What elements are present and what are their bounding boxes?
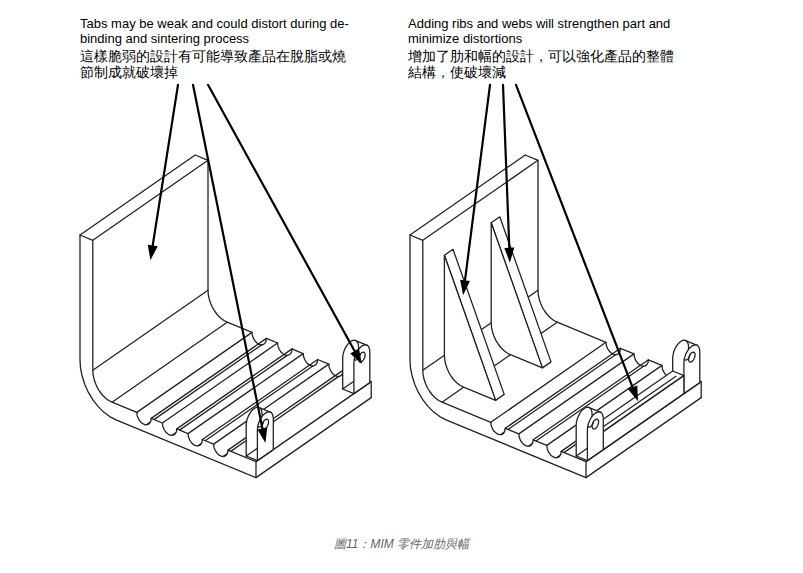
tab-hole-depth (684, 355, 690, 361)
leader-line (208, 85, 355, 351)
surface-edge (423, 160, 538, 240)
leader-line (153, 85, 178, 246)
note-english: Tabs may be weak and could distort durin… (80, 16, 355, 47)
back-edge (525, 155, 701, 382)
tab-front-face (684, 345, 700, 394)
tab-edge (576, 456, 587, 461)
surface-edge (93, 290, 208, 370)
leader-line (503, 85, 509, 248)
note-english: Adding ribs and webs will strengthen par… (408, 16, 688, 47)
rib-side-face (491, 223, 542, 368)
end-edge (701, 382, 702, 398)
note-chinese: 這樣脆弱的設計有可能導致產品在脫脂或燒 節制成就破壞掉 (80, 48, 355, 80)
surface-edge (256, 398, 371, 478)
arrowhead (350, 349, 362, 365)
ribbed-part-drawing (410, 155, 701, 478)
end-edge (371, 382, 372, 398)
surface-edge (228, 370, 343, 450)
note-chinese: 增加了肋和幅的設計，可以強化產品的整體 結構，使破壞減 (408, 48, 688, 80)
tab-hole-depth (588, 422, 594, 428)
rib-side-face (444, 255, 495, 400)
back-edge (195, 155, 371, 382)
arrowhead (258, 427, 268, 443)
weak-part-drawing (80, 155, 371, 478)
tab-front-face (587, 412, 603, 461)
figure-caption: 圖11：MIM 零件加肋與幅 (0, 536, 803, 553)
leader-arrows (148, 85, 638, 443)
arrowhead (460, 280, 470, 296)
arrowhead (504, 248, 514, 263)
surface-edge (93, 160, 208, 240)
tab-edge (343, 389, 354, 394)
tab-edge (246, 456, 257, 461)
rib-top-face (444, 249, 504, 400)
arrowhead (628, 386, 638, 402)
arrowhead (148, 245, 158, 261)
surface-edge (80, 155, 195, 235)
web-end-face (603, 376, 684, 450)
surface-edge (223, 377, 338, 457)
leader-line (516, 85, 633, 388)
leader-line (193, 85, 262, 429)
web-edge (595, 376, 676, 432)
rib-top-face (491, 217, 551, 368)
leader-line (465, 85, 490, 280)
